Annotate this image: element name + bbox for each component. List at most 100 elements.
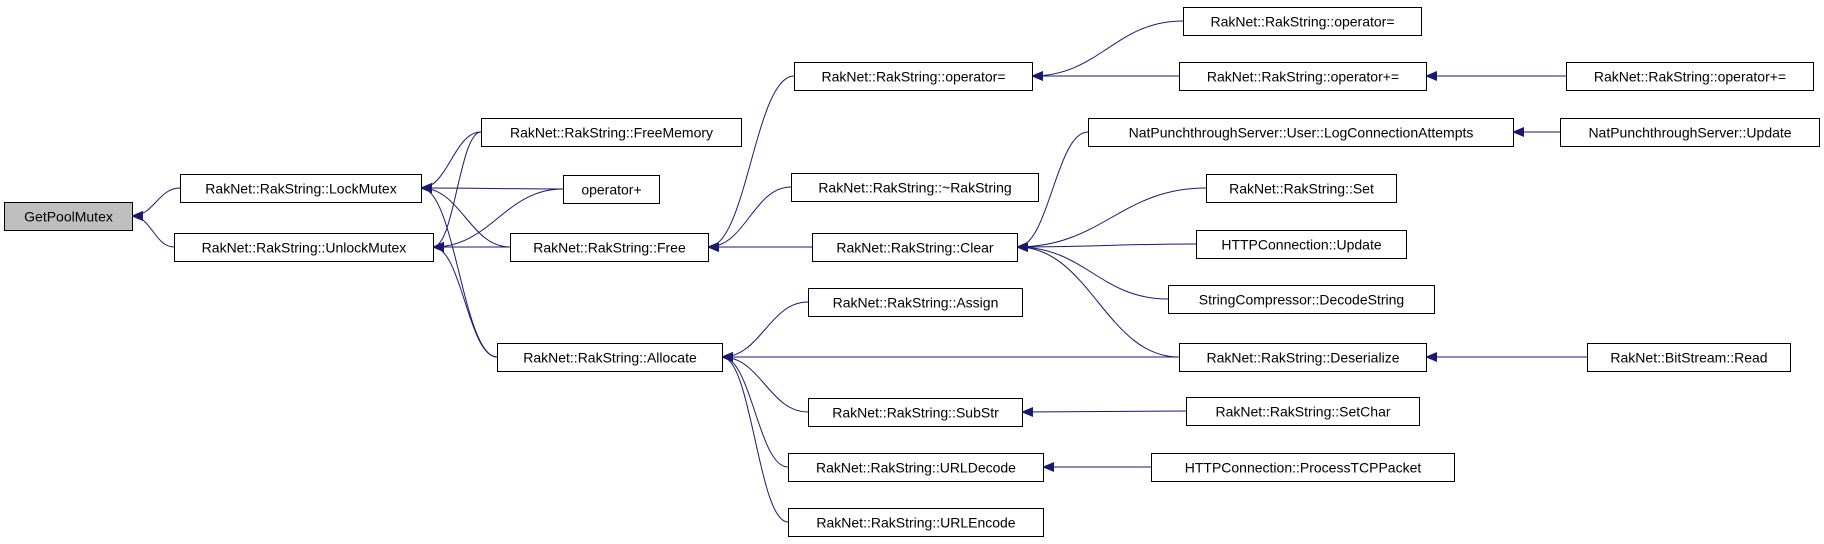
node-box[interactable] [497, 343, 723, 372]
node-box[interactable] [174, 233, 434, 262]
node-op-assign2[interactable]: RakNet::RakString::operator= [1183, 7, 1422, 36]
node-label[interactable]: RakNet::RakString::Set [1229, 181, 1374, 197]
node-label[interactable]: RakNet::RakString::SubStr [832, 405, 999, 421]
edge-sub-str-to-allocate [721, 352, 809, 413]
node-label[interactable]: RakNet::RakString::Free [533, 240, 686, 256]
node-box[interactable] [1566, 62, 1814, 91]
node-clear[interactable]: RakNet::RakString::Clear [812, 233, 1018, 262]
node-sub-str[interactable]: RakNet::RakString::SubStr [808, 398, 1023, 427]
node-op-assign1[interactable]: RakNet::RakString::operator= [794, 62, 1033, 91]
node-urldecode[interactable]: RakNet::RakString::URLDecode [788, 453, 1044, 482]
edge-decode-string-to-clear [1016, 242, 1169, 300]
node-label[interactable]: RakNet::RakString::Deserialize [1207, 350, 1400, 366]
node-free[interactable]: RakNet::RakString::Free [510, 233, 709, 262]
edge-operator-plus-to-lock-mutex [420, 183, 564, 194]
node-box[interactable] [1183, 7, 1422, 36]
node-box[interactable] [180, 174, 422, 203]
node-box[interactable] [1179, 62, 1427, 91]
edge-assign-to-allocate [721, 301, 809, 362]
node-box[interactable] [1560, 118, 1820, 147]
node-box[interactable] [794, 62, 1033, 91]
node-box[interactable] [1179, 343, 1427, 372]
edge-op-assign1-to-free [707, 75, 795, 252]
node-box[interactable] [1587, 343, 1791, 372]
node-bit-stream-read[interactable]: RakNet::BitStream::Read [1587, 343, 1791, 372]
node-label[interactable]: StringCompressor::DecodeString [1199, 292, 1404, 308]
edge-httpupdate-to-clear [1016, 241, 1197, 252]
node-label[interactable]: RakNet::RakString::URLEncode [816, 515, 1015, 531]
node-allocate[interactable]: RakNet::RakString::Allocate [497, 343, 723, 372]
edge-urlencode-to-allocate [721, 352, 789, 523]
edge-allocate-to-unlock-mutex [432, 242, 498, 358]
node-label[interactable]: operator+ [581, 182, 641, 198]
node-assign[interactable]: RakNet::RakString::Assign [808, 288, 1023, 317]
nodes-layer: GetPoolMutex RakNet::RakString::LockMutex… [4, 7, 1820, 537]
node-get-pool-mutex[interactable]: GetPoolMutex [4, 202, 133, 231]
node-box[interactable] [510, 233, 709, 262]
node-label[interactable]: HTTPConnection::Update [1221, 237, 1382, 253]
node-label[interactable]: RakNet::RakString::SetChar [1215, 404, 1390, 420]
edge-free-memory-to-unlock-mutex [432, 131, 482, 252]
node-label[interactable]: RakNet::RakString::operator= [1210, 14, 1394, 30]
node-box[interactable] [1196, 230, 1407, 259]
node-urlencode[interactable]: RakNet::RakString::URLEncode [788, 508, 1044, 537]
node-lock-mutex[interactable]: RakNet::RakString::LockMutex [180, 174, 422, 203]
node-label[interactable]: RakNet::BitStream::Read [1610, 350, 1767, 366]
node-op-plus-eq2[interactable]: RakNet::RakString::operator+= [1566, 62, 1814, 91]
edge-set-char-to-sub-str [1021, 406, 1187, 417]
node-nat-update[interactable]: NatPunchthroughServer::Update [1560, 118, 1820, 147]
edge-operator-plus-to-unlock-mutex [432, 188, 564, 252]
edge-destructor-to-free [707, 186, 792, 252]
node-label[interactable]: RakNet::RakString::operator+= [1594, 69, 1786, 85]
node-op-plus-eq1[interactable]: RakNet::RakString::operator+= [1179, 62, 1427, 91]
node-box[interactable] [1206, 174, 1397, 203]
node-box[interactable] [4, 202, 133, 231]
node-label[interactable]: NatPunchthroughServer::User::LogConnecti… [1129, 125, 1474, 141]
edge-op-assign2-to-op-assign1 [1031, 20, 1184, 81]
node-deserialize[interactable]: RakNet::RakString::Deserialize [1179, 343, 1427, 372]
edge-unlock-mutex-to-get-pool-mutex [131, 211, 175, 248]
edge-allocate-to-lock-mutex [420, 183, 498, 358]
edge-lock-mutex-to-get-pool-mutex [131, 187, 181, 221]
node-label[interactable]: HTTPConnection::ProcessTCPPacket [1185, 460, 1422, 476]
node-box[interactable] [1186, 397, 1420, 426]
node-process-tcp[interactable]: HTTPConnection::ProcessTCPPacket [1151, 453, 1455, 482]
node-label[interactable]: RakNet::RakString::operator+= [1207, 69, 1399, 85]
node-set[interactable]: RakNet::RakString::Set [1206, 174, 1397, 203]
node-free-memory[interactable]: RakNet::RakString::FreeMemory [481, 118, 742, 147]
node-box[interactable] [812, 233, 1018, 262]
node-box[interactable] [1151, 453, 1455, 482]
node-label[interactable]: RakNet::RakString::~RakString [818, 180, 1011, 196]
node-label[interactable]: GetPoolMutex [24, 209, 113, 225]
node-label[interactable]: RakNet::RakString::UnlockMutex [202, 240, 407, 256]
node-box[interactable] [563, 175, 660, 204]
node-label[interactable]: RakNet::RakString::LockMutex [205, 181, 396, 197]
node-box[interactable] [808, 288, 1023, 317]
node-label[interactable]: RakNet::RakString::Clear [836, 240, 994, 256]
edge-deserialize-to-clear [1016, 242, 1180, 358]
node-box[interactable] [788, 453, 1044, 482]
node-httpupdate[interactable]: HTTPConnection::Update [1196, 230, 1407, 259]
node-box[interactable] [788, 508, 1044, 537]
node-operator-plus[interactable]: operator+ [563, 175, 660, 204]
node-box[interactable] [808, 398, 1023, 427]
node-decode-string[interactable]: StringCompressor::DecodeString [1168, 285, 1435, 314]
node-label[interactable]: RakNet::RakString::Allocate [523, 350, 697, 366]
edge-set-to-clear [1016, 187, 1207, 252]
node-unlock-mutex[interactable]: RakNet::RakString::UnlockMutex [174, 233, 434, 262]
node-box[interactable] [1168, 285, 1435, 314]
edges-layer [131, 20, 1587, 523]
node-log-conn[interactable]: NatPunchthroughServer::User::LogConnecti… [1088, 118, 1514, 147]
node-label[interactable]: RakNet::RakString::Assign [833, 295, 999, 311]
node-label[interactable]: RakNet::RakString::operator= [821, 69, 1005, 85]
node-box[interactable] [1088, 118, 1514, 147]
node-destructor[interactable]: RakNet::RakString::~RakString [791, 173, 1039, 202]
node-box[interactable] [791, 173, 1039, 202]
node-label[interactable]: RakNet::RakString::FreeMemory [510, 125, 713, 141]
node-box[interactable] [481, 118, 742, 147]
node-set-char[interactable]: RakNet::RakString::SetChar [1186, 397, 1420, 426]
node-label[interactable]: NatPunchthroughServer::Update [1588, 125, 1791, 141]
edge-free-to-lock-mutex [420, 183, 511, 248]
node-label[interactable]: RakNet::RakString::URLDecode [816, 460, 1016, 476]
